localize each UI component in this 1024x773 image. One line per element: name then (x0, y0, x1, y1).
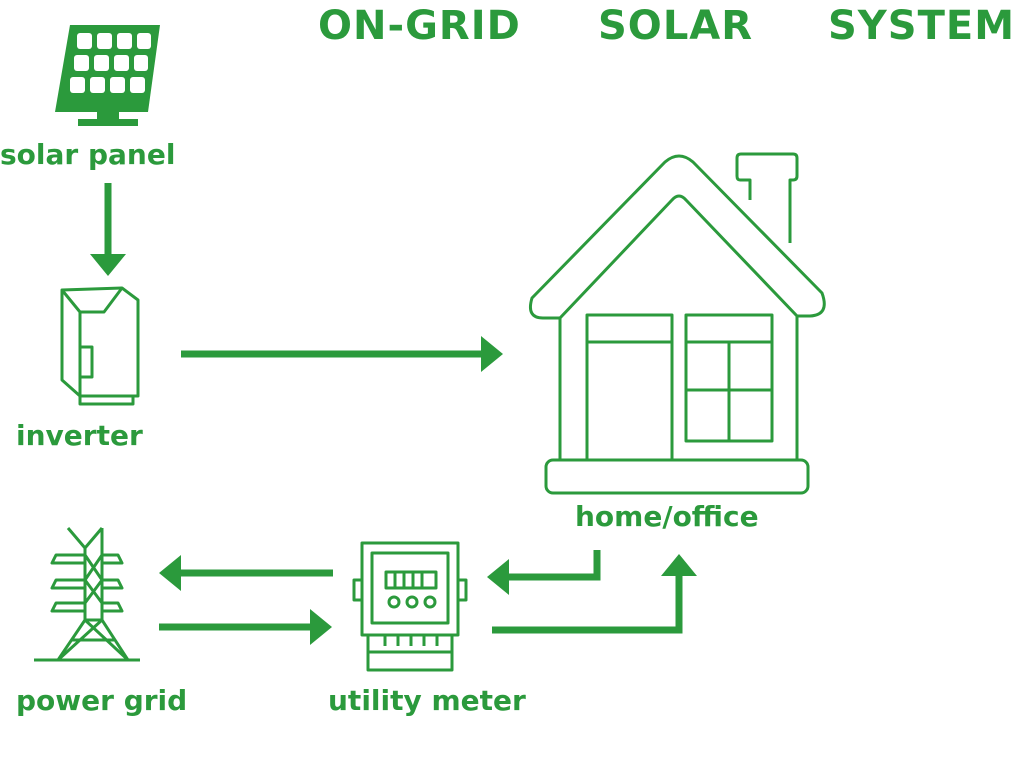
inverter-icon (60, 286, 140, 406)
house-icon (528, 152, 826, 495)
utility-meter-label: utility meter (328, 684, 526, 717)
transmission-tower-icon (34, 527, 140, 662)
arrow-meter-to-home (492, 554, 697, 634)
arrow-home-to-meter (487, 550, 601, 595)
inverter-label: inverter (16, 419, 143, 452)
title-word-solar: SOLAR (598, 3, 754, 49)
solar-panel-label: solar panel (0, 138, 176, 171)
title-word-system: SYSTEM (828, 3, 1015, 49)
solar-panel-icon (55, 25, 160, 126)
home-office-label: home/office (575, 500, 759, 533)
power-grid-label: power grid (16, 684, 188, 717)
title-word-on-grid: ON-GRID (318, 3, 521, 49)
electric-meter-icon (352, 541, 468, 672)
